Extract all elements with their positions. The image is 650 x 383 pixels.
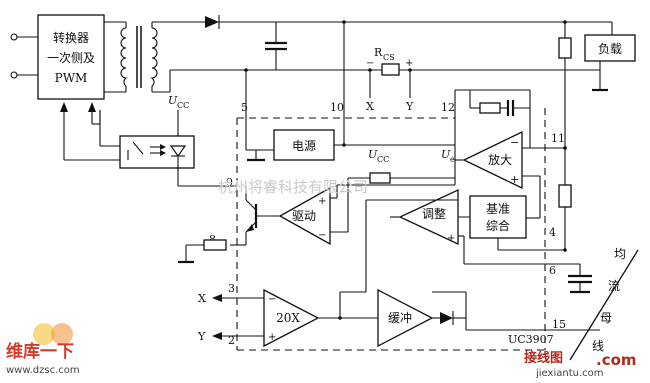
drv-minus: − (318, 230, 326, 241)
divider-resistor (558, 184, 572, 208)
optocoupler (60, 102, 237, 187)
y-label-bottom: Y (197, 330, 206, 343)
amp-plus: + (510, 173, 519, 186)
reg-plus: + (447, 233, 455, 244)
rcs-plus: + (405, 58, 413, 69)
driver-label: 驱动 (292, 209, 316, 223)
pin-10: 10 (330, 101, 344, 114)
regulator: 调整 − + (365, 188, 580, 292)
led-icon (169, 145, 187, 158)
output-capacitor (265, 22, 287, 70)
bus-label-4: 线 (592, 339, 604, 353)
amplifier: 放大 − + (337, 130, 567, 218)
converter-block: 转换器 一次侧及 PWM (37, 14, 105, 100)
converter-label-3: PWM (55, 71, 88, 85)
x-label-bottom: X (198, 292, 206, 305)
company-watermark: 杭州将睿科技有限公司 (218, 178, 368, 196)
xy-terminals: X Y (197, 292, 222, 343)
ic-outline: UC3907 (236, 108, 554, 351)
bus-label-2: 流 (608, 279, 620, 293)
current-sense-resistor: R CS − + X Y (366, 46, 600, 113)
buffer-label: 缓冲 (388, 310, 412, 325)
ucc-mid-label: U (368, 148, 378, 161)
buffer: 缓冲 (377, 288, 600, 348)
output-transistor (230, 186, 280, 246)
chip-name: UC3907 (508, 333, 554, 346)
pin6-capacitor (568, 264, 592, 294)
reference-label-2: 综合 (486, 218, 510, 233)
load-block: 负载 (558, 20, 636, 250)
driver: 驱动 + − (278, 172, 455, 246)
buffer-diode-icon (440, 312, 453, 324)
rcs-label: R (374, 46, 383, 59)
gain-plus: + (268, 332, 276, 343)
pin-11: 11 (551, 132, 565, 145)
logo-left-top: 维库一下 (6, 341, 74, 362)
ucc-mid-sub: CC (377, 155, 389, 164)
pin8-network (178, 239, 227, 264)
power-label: 电源 (292, 139, 316, 153)
logo-right-top: 接线图 (524, 350, 563, 366)
ue-sub: e (450, 155, 455, 164)
pin-9: 9 (226, 176, 233, 189)
rcs-minus: − (366, 58, 374, 69)
current-share-bus: 均 流 母 线 (569, 247, 639, 361)
ue-label: U (441, 148, 451, 161)
converter-label-2: 一次侧及 (47, 51, 95, 65)
reference-label-1: 基准 (486, 202, 510, 216)
input-terminals (10, 33, 38, 79)
logo-right-com: .com (596, 351, 637, 369)
x-label-top: X (366, 100, 374, 113)
pin-12: 12 (441, 101, 455, 114)
amplifier-label: 放大 (488, 152, 512, 167)
gain-amp: 20X − + (222, 288, 378, 348)
gain-minus: − (268, 294, 276, 305)
ucc-top-label: U (168, 94, 178, 107)
power-block: 电源 (273, 20, 455, 161)
pin-4: 4 (549, 226, 556, 239)
drv-plus: + (318, 196, 326, 207)
amp-minus: − (510, 136, 519, 149)
pin-3: 3 (228, 282, 235, 295)
bus-label-1: 均 (614, 247, 626, 261)
pin5-line (244, 68, 274, 162)
bus-label-3: 母 (600, 311, 612, 325)
ucc-top-sub: CC (177, 101, 189, 110)
y-label-top: Y (405, 100, 414, 113)
load-label: 负载 (598, 42, 622, 56)
logo-left-url: www.dzsc.com (6, 365, 80, 376)
right-logo-watermark: 接线图 .com jiexiantu.com (524, 350, 637, 379)
left-logo-watermark: 维库一下 www.dzsc.com (6, 323, 80, 376)
compensation-network (454, 89, 531, 148)
rectifier-diode-icon (205, 16, 219, 28)
pin-2: 2 (228, 334, 235, 347)
rcs-sub: CS (383, 53, 395, 62)
logo-right-url: jiexiantu.com (535, 368, 604, 379)
converter-label-1: 转换器 (53, 30, 89, 45)
reference-block: 基准 综合 (440, 195, 567, 252)
transformer (104, 21, 158, 93)
regulator-label: 调整 (422, 206, 446, 221)
gain-label: 20X (276, 311, 300, 325)
pin-5: 5 (241, 101, 248, 114)
pin-6: 6 (549, 264, 556, 277)
pin-15: 15 (552, 318, 566, 331)
